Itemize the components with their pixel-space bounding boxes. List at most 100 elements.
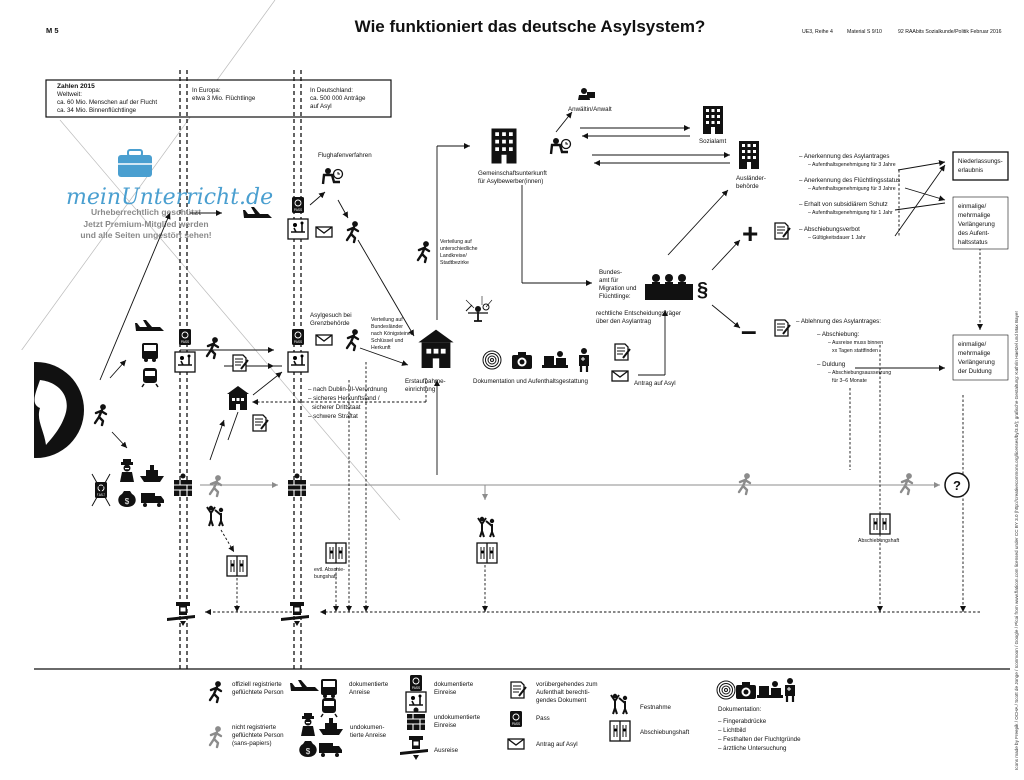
unregistered-runner-icon (737, 472, 752, 496)
watermark-premium: Jetzt Premium-Mitglied werden (83, 219, 208, 229)
distribution-districts-2: unterschiedliche (440, 246, 478, 252)
line-border-to-wall (227, 411, 239, 441)
border-eu (179, 70, 188, 670)
asylum-request-label-2: Grenzbehörde (310, 320, 350, 327)
decision-refugee: – Anerkennung des Flüchtlingsstatus (799, 177, 900, 184)
arrow-bamf-positive (711, 239, 741, 271)
legend-smuggler-icon (301, 713, 315, 736)
legend-border-exit-icon (400, 736, 428, 760)
arrow-arrest-to-detention (220, 529, 235, 553)
question-icon: ? (944, 472, 970, 498)
legend-documentation-item-4: – ärztliche Untersuchung (718, 745, 787, 752)
bamf-label-3: Migration und (599, 285, 637, 292)
envelope-icon (315, 226, 333, 238)
stats-box: Zahlen 2015 Weltweit: ca. 60 Mio. Mensch… (45, 79, 392, 118)
legend-temp-doc-3: gendes Dokument (536, 697, 587, 704)
watermark: meinUnterricht.de Urheberrechtlich gesch… (66, 149, 273, 240)
accommodation-clerk-icon (549, 136, 572, 156)
legend-unregistered-3: (sans-papiers) (232, 740, 272, 747)
dublin-label-1: – nach Dublin-III-Verordnung (308, 386, 388, 393)
camera-icon (512, 352, 532, 369)
deportation-detention-label: Abschiebungshaft (858, 538, 900, 544)
bus-icon (142, 343, 158, 362)
legend-camera-icon (736, 682, 756, 699)
asylum-application-label: Antrag auf Asyl (634, 380, 676, 387)
passport-icon (291, 196, 305, 214)
dublin-label-3: sicherer Drittstaat (312, 404, 361, 411)
documentation-label: Dokumentation und Aufenthaltsgestattung (473, 378, 588, 385)
train-icon (141, 367, 159, 388)
plus-icon: + (742, 218, 758, 249)
settlement-permit-2: erlaubnis (958, 167, 983, 174)
globe-icon (0, 350, 84, 470)
decision-subsidiary: – Erhalt von subsidiärem Schutz (799, 201, 888, 208)
legend-temp-doc-2: Aufenthalt berechti- (536, 689, 590, 696)
legend-undoc-entry-1: undokumentierte (434, 714, 481, 721)
decision-deportation-ban: – Abschiebungsverbot (799, 226, 860, 233)
legend-doc-arrival-2: Anreise (349, 689, 371, 696)
watermark-brand: meinUnterricht.de (66, 185, 273, 210)
runner-icon (345, 220, 360, 244)
social-office-label: Sozialamt (699, 138, 726, 145)
settlement-permit-1: Niederlassungs- (958, 158, 1003, 165)
wall-icon (287, 472, 307, 497)
border-exit-icon (167, 602, 195, 626)
distribution-states-4: Schlüssel und (371, 338, 403, 344)
extension-tolerance-4: der Duldung (958, 368, 992, 375)
lawyer-label: Anwältin/Anwalt (568, 106, 612, 113)
interview-icon (465, 296, 493, 309)
document-icon (252, 414, 269, 432)
page-title: Wie funktioniert das deutsche Asylsystem… (355, 17, 706, 36)
passport-icon (291, 328, 305, 346)
decision-tolerance-detail-1: – Abschiebungsaussetzung (828, 370, 891, 376)
lawyer-icon (578, 88, 595, 100)
distribution-districts-3: Landkreise/ (440, 253, 467, 259)
extension-tolerance-3: Verlängerung (958, 359, 995, 366)
airport-procedure-icon (321, 166, 344, 186)
legend-documentation-item-2: – Lichtbild (718, 727, 746, 734)
foreigners-office-icon (739, 141, 759, 169)
stats-world-internal: ca. 34 Mio. Binnenflüchtlinge (57, 107, 137, 114)
extension-tolerance-box: einmalige/ mehrmalige Verlängerung der D… (952, 334, 1009, 381)
stats-world-refugees: ca. 60 Mio. Menschen auf der Flucht (57, 99, 157, 106)
smuggler-icon (120, 459, 134, 482)
reception-center-icon (418, 329, 454, 368)
truck-icon (141, 493, 164, 507)
arrow-office-to-desk (252, 371, 283, 396)
legend-detention-icon (609, 720, 631, 742)
legend-document-icon (510, 681, 527, 699)
legend-passport: Pass (536, 715, 550, 722)
unregistered-runner-icon (899, 472, 914, 496)
legend-envelope-icon (507, 738, 525, 750)
decision-refugee-detail: – Aufenthaltsgenehmigung für 3 Jahre (808, 186, 896, 192)
arrow-to-border-office-3 (209, 419, 225, 461)
shared-accommodation-label-1: Gemeinschaftsunterkunft (478, 170, 547, 177)
document-icon (774, 319, 791, 337)
airport-procedure-label: Flughafenverfahren (318, 152, 372, 159)
border-office-icon (227, 386, 249, 410)
reception-label-2: einrichtung (405, 386, 436, 393)
legend: offiziell registrierte geflüchtete Perso… (208, 674, 801, 760)
bamf-label-2: amt für (599, 277, 618, 284)
extension-status-4: des Aufent- (958, 230, 989, 237)
arrow-bamf-to-foreigners-office (667, 189, 729, 256)
decision-deportation-ban-detail: – Gültigkeitsdauer 1 Jahr (808, 235, 866, 241)
possible-detention-label-1: evtl. Abschie- (314, 567, 345, 573)
dublin-label-4: – schwere Straftat (308, 413, 358, 420)
paragraph-icon: § (697, 279, 708, 301)
desk-icon (287, 351, 309, 373)
legend-undoc-arrival-1: undokumen- (350, 724, 384, 731)
legend-fingerprint-icon (716, 680, 736, 700)
bamf-label-4: Flüchtlinge: (599, 293, 631, 300)
asylum-request-label-1: Asylgesuch bei (310, 312, 352, 319)
legend-arrest: Festnahme (640, 704, 672, 711)
legend-documentation-item-3: – Festhalten der Fluchtgründe (718, 736, 801, 743)
credits-text: Icons made by Freepik / OCHA / Scott de … (1014, 311, 1019, 770)
shared-accommodation-icon (491, 128, 517, 164)
arrest-icon (206, 504, 225, 527)
document-icon (232, 354, 249, 372)
decision-rejection: – Ablehnung des Asylantrages: (796, 318, 881, 325)
extension-status-2: mehrmalige (958, 212, 991, 219)
legend-money-bag-icon (299, 741, 317, 757)
line-subsidiary (894, 202, 946, 211)
